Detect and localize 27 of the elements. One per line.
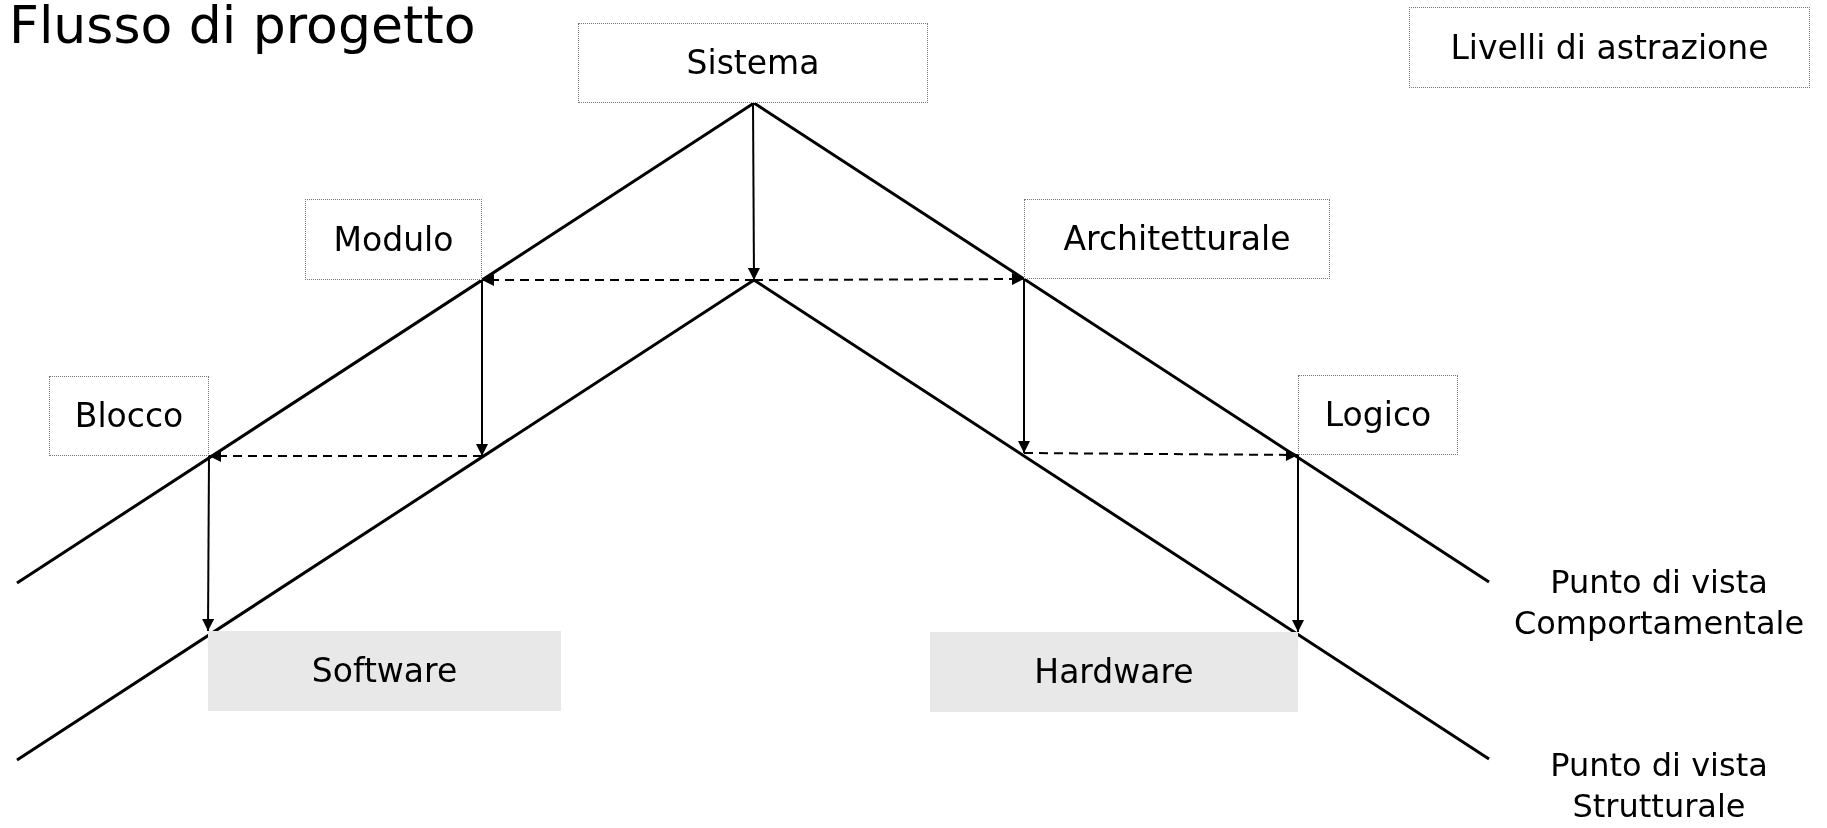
arrow [1292, 454, 1304, 633]
title: Flusso di progetto [9, 0, 476, 56]
box-label: Blocco [74, 396, 184, 436]
level-box [1298, 375, 1458, 455]
box-label: Architetturale [1063, 219, 1291, 259]
box-label: Modulo [333, 219, 454, 260]
domain-box [930, 632, 1298, 712]
domain-box [208, 631, 561, 711]
dashed-arrow [208, 450, 483, 462]
level-box [578, 23, 928, 103]
box-label: Livelli di astrazione [1450, 27, 1769, 68]
arrow [476, 279, 488, 457]
arrow [1018, 278, 1030, 454]
level-box [305, 199, 482, 280]
dashed-arrow [1023, 448, 1299, 461]
box-label: Logico [1324, 395, 1432, 435]
box-label: Hardware [1034, 652, 1194, 692]
box-label: Sistema [686, 43, 820, 83]
dashed-arrow [481, 274, 755, 286]
arrow [747, 102, 760, 281]
level-box [49, 376, 209, 456]
level-box [1024, 199, 1330, 279]
level-box [1409, 7, 1810, 88]
box-label: Software [311, 651, 458, 691]
dashed-arrow [753, 273, 1025, 286]
view-label: Punto di vista Comportamentale [1512, 562, 1806, 644]
view-label: Punto di vista Strutturale [1549, 745, 1769, 827]
